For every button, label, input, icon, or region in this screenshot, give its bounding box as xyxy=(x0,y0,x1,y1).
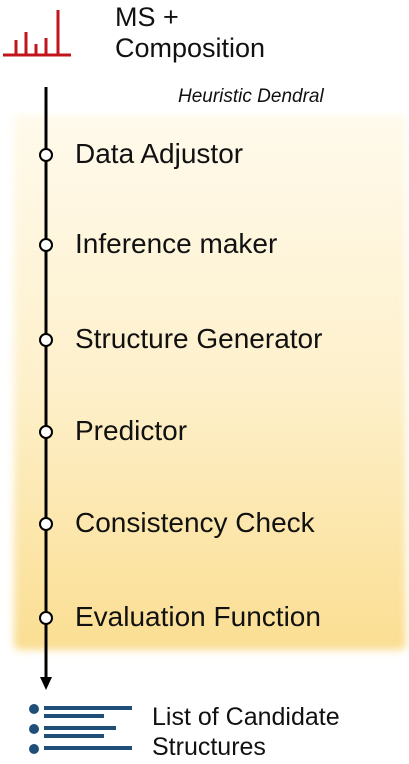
pipeline-panel xyxy=(14,115,406,650)
output-line-2: Structures xyxy=(152,733,266,761)
stage-node xyxy=(39,148,53,162)
stage-node xyxy=(39,517,53,531)
output-label: List of Candidate Structures xyxy=(152,702,340,762)
stage-node xyxy=(39,611,53,625)
stage-label: Evaluation Function xyxy=(75,601,321,632)
output-line-1: List of Candidate xyxy=(152,703,340,731)
input-line-2: Composition xyxy=(115,33,266,63)
system-label: Heuristic Dendral xyxy=(178,86,324,107)
stage-label: Consistency Check xyxy=(75,507,315,538)
mass-spectrum-icon xyxy=(3,10,71,57)
input-line-1: MS + xyxy=(115,2,179,32)
stage-node xyxy=(39,333,53,347)
stage-node xyxy=(39,425,53,439)
candidate-list-icon xyxy=(29,704,132,754)
stage-node xyxy=(39,238,53,252)
stage-label: Inference maker xyxy=(75,228,278,259)
stage-label: Predictor xyxy=(75,415,188,446)
stage-label: Data Adjustor xyxy=(75,138,244,169)
input-label: MS + Composition xyxy=(115,2,265,64)
flow-arrowhead xyxy=(40,677,52,690)
stage-label: Structure Generator xyxy=(75,323,323,354)
